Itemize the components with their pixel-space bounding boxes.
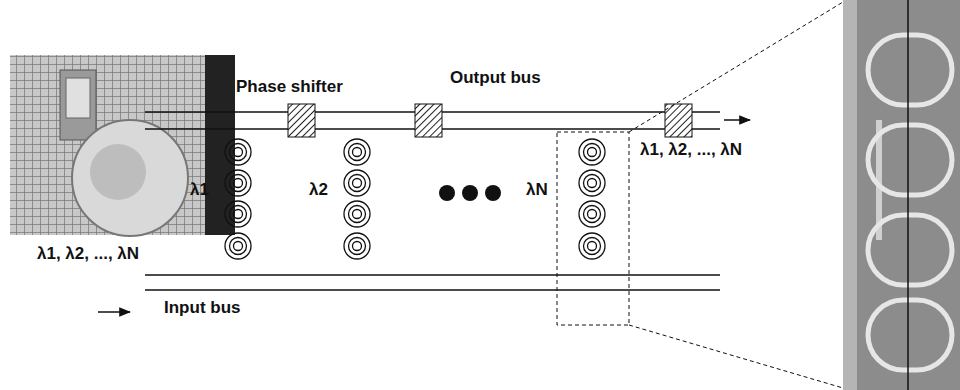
ring-outline xyxy=(225,170,251,196)
ring-resonator xyxy=(344,201,370,227)
bus-lines xyxy=(145,112,720,290)
label: Phase shifter xyxy=(236,77,343,97)
label: λ2 xyxy=(309,180,328,200)
ring-outline xyxy=(234,242,243,251)
ring-outline xyxy=(584,238,601,255)
ring-outline xyxy=(588,179,597,188)
ring-outline xyxy=(588,210,597,219)
zoom-box xyxy=(557,132,629,325)
micrograph-ground xyxy=(843,0,960,390)
ring-outline xyxy=(584,206,601,223)
phase-shifter xyxy=(288,104,315,137)
ring-resonator xyxy=(579,139,605,165)
ring-outline xyxy=(353,210,362,219)
ellipsis-dot xyxy=(439,185,455,201)
ring-outline xyxy=(579,233,605,259)
ring-outline xyxy=(344,201,370,227)
racetrack-resonator xyxy=(868,215,952,285)
ring-outline xyxy=(353,148,362,157)
label: λN xyxy=(526,180,548,200)
ring-resonator xyxy=(344,139,370,165)
photo-ground xyxy=(10,55,235,235)
ring-outline xyxy=(225,201,251,227)
coin xyxy=(72,120,188,236)
ring-outline xyxy=(579,201,605,227)
output-arrow xyxy=(724,119,750,121)
input-bus-line xyxy=(145,274,720,276)
racetrack-resonator xyxy=(868,125,952,195)
coin-relief xyxy=(90,144,146,200)
phase-shifter xyxy=(415,104,442,137)
label: Input bus xyxy=(164,298,240,318)
zoom-line xyxy=(629,2,843,132)
ring-outline xyxy=(584,175,601,192)
bus-waveguide xyxy=(907,0,909,390)
ring-outline xyxy=(234,210,243,219)
ring-outline xyxy=(579,139,605,165)
ring-outline xyxy=(234,148,243,157)
input-arrow xyxy=(98,311,130,313)
ring-outline xyxy=(344,233,370,259)
ring-resonator xyxy=(225,139,251,165)
ring-outline xyxy=(349,175,366,192)
ring-resonator xyxy=(579,201,605,227)
ring-outline xyxy=(230,144,247,161)
chip-photo xyxy=(10,55,235,236)
ring-outline xyxy=(225,233,251,259)
electrode xyxy=(843,0,857,390)
label: λ1, λ2, ..., λN xyxy=(37,244,139,264)
ring-resonator xyxy=(225,233,251,259)
ring-outline xyxy=(584,144,601,161)
ring-outline xyxy=(344,170,370,196)
ring-outline xyxy=(588,148,597,157)
ring-outline xyxy=(349,144,366,161)
phase-shifter xyxy=(665,104,692,137)
ring-resonator xyxy=(344,170,370,196)
chip xyxy=(60,70,96,140)
input-bus-line xyxy=(145,289,720,291)
ring-outline xyxy=(230,238,247,255)
ring-outline xyxy=(353,242,362,251)
chip-pattern xyxy=(66,78,90,118)
ring-outline xyxy=(234,179,243,188)
ring-outline xyxy=(349,206,366,223)
ring-resonator xyxy=(225,170,251,196)
ring-outline xyxy=(579,170,605,196)
ring-outline xyxy=(349,238,366,255)
ring-outline xyxy=(353,179,362,188)
ring-resonator xyxy=(225,201,251,227)
micrograph xyxy=(843,0,960,390)
ring-outline xyxy=(588,242,597,251)
ring-outline xyxy=(230,206,247,223)
racetrack-resonator xyxy=(868,300,952,370)
ellipsis-dot xyxy=(485,185,501,201)
zoom-line xyxy=(629,325,843,388)
racetrack-resonator xyxy=(868,35,952,105)
ellipsis-dot xyxy=(462,185,478,201)
label: λ1, λ2, ..., λN xyxy=(640,140,742,160)
ring-outline xyxy=(230,175,247,192)
ring-resonator xyxy=(344,233,370,259)
ring-outline xyxy=(344,139,370,165)
photo-edge xyxy=(205,55,235,235)
ring-outline xyxy=(225,139,251,165)
ring-resonator xyxy=(579,233,605,259)
ring-resonator xyxy=(579,170,605,196)
label: λ1 xyxy=(190,180,209,200)
label: Output bus xyxy=(450,68,541,88)
